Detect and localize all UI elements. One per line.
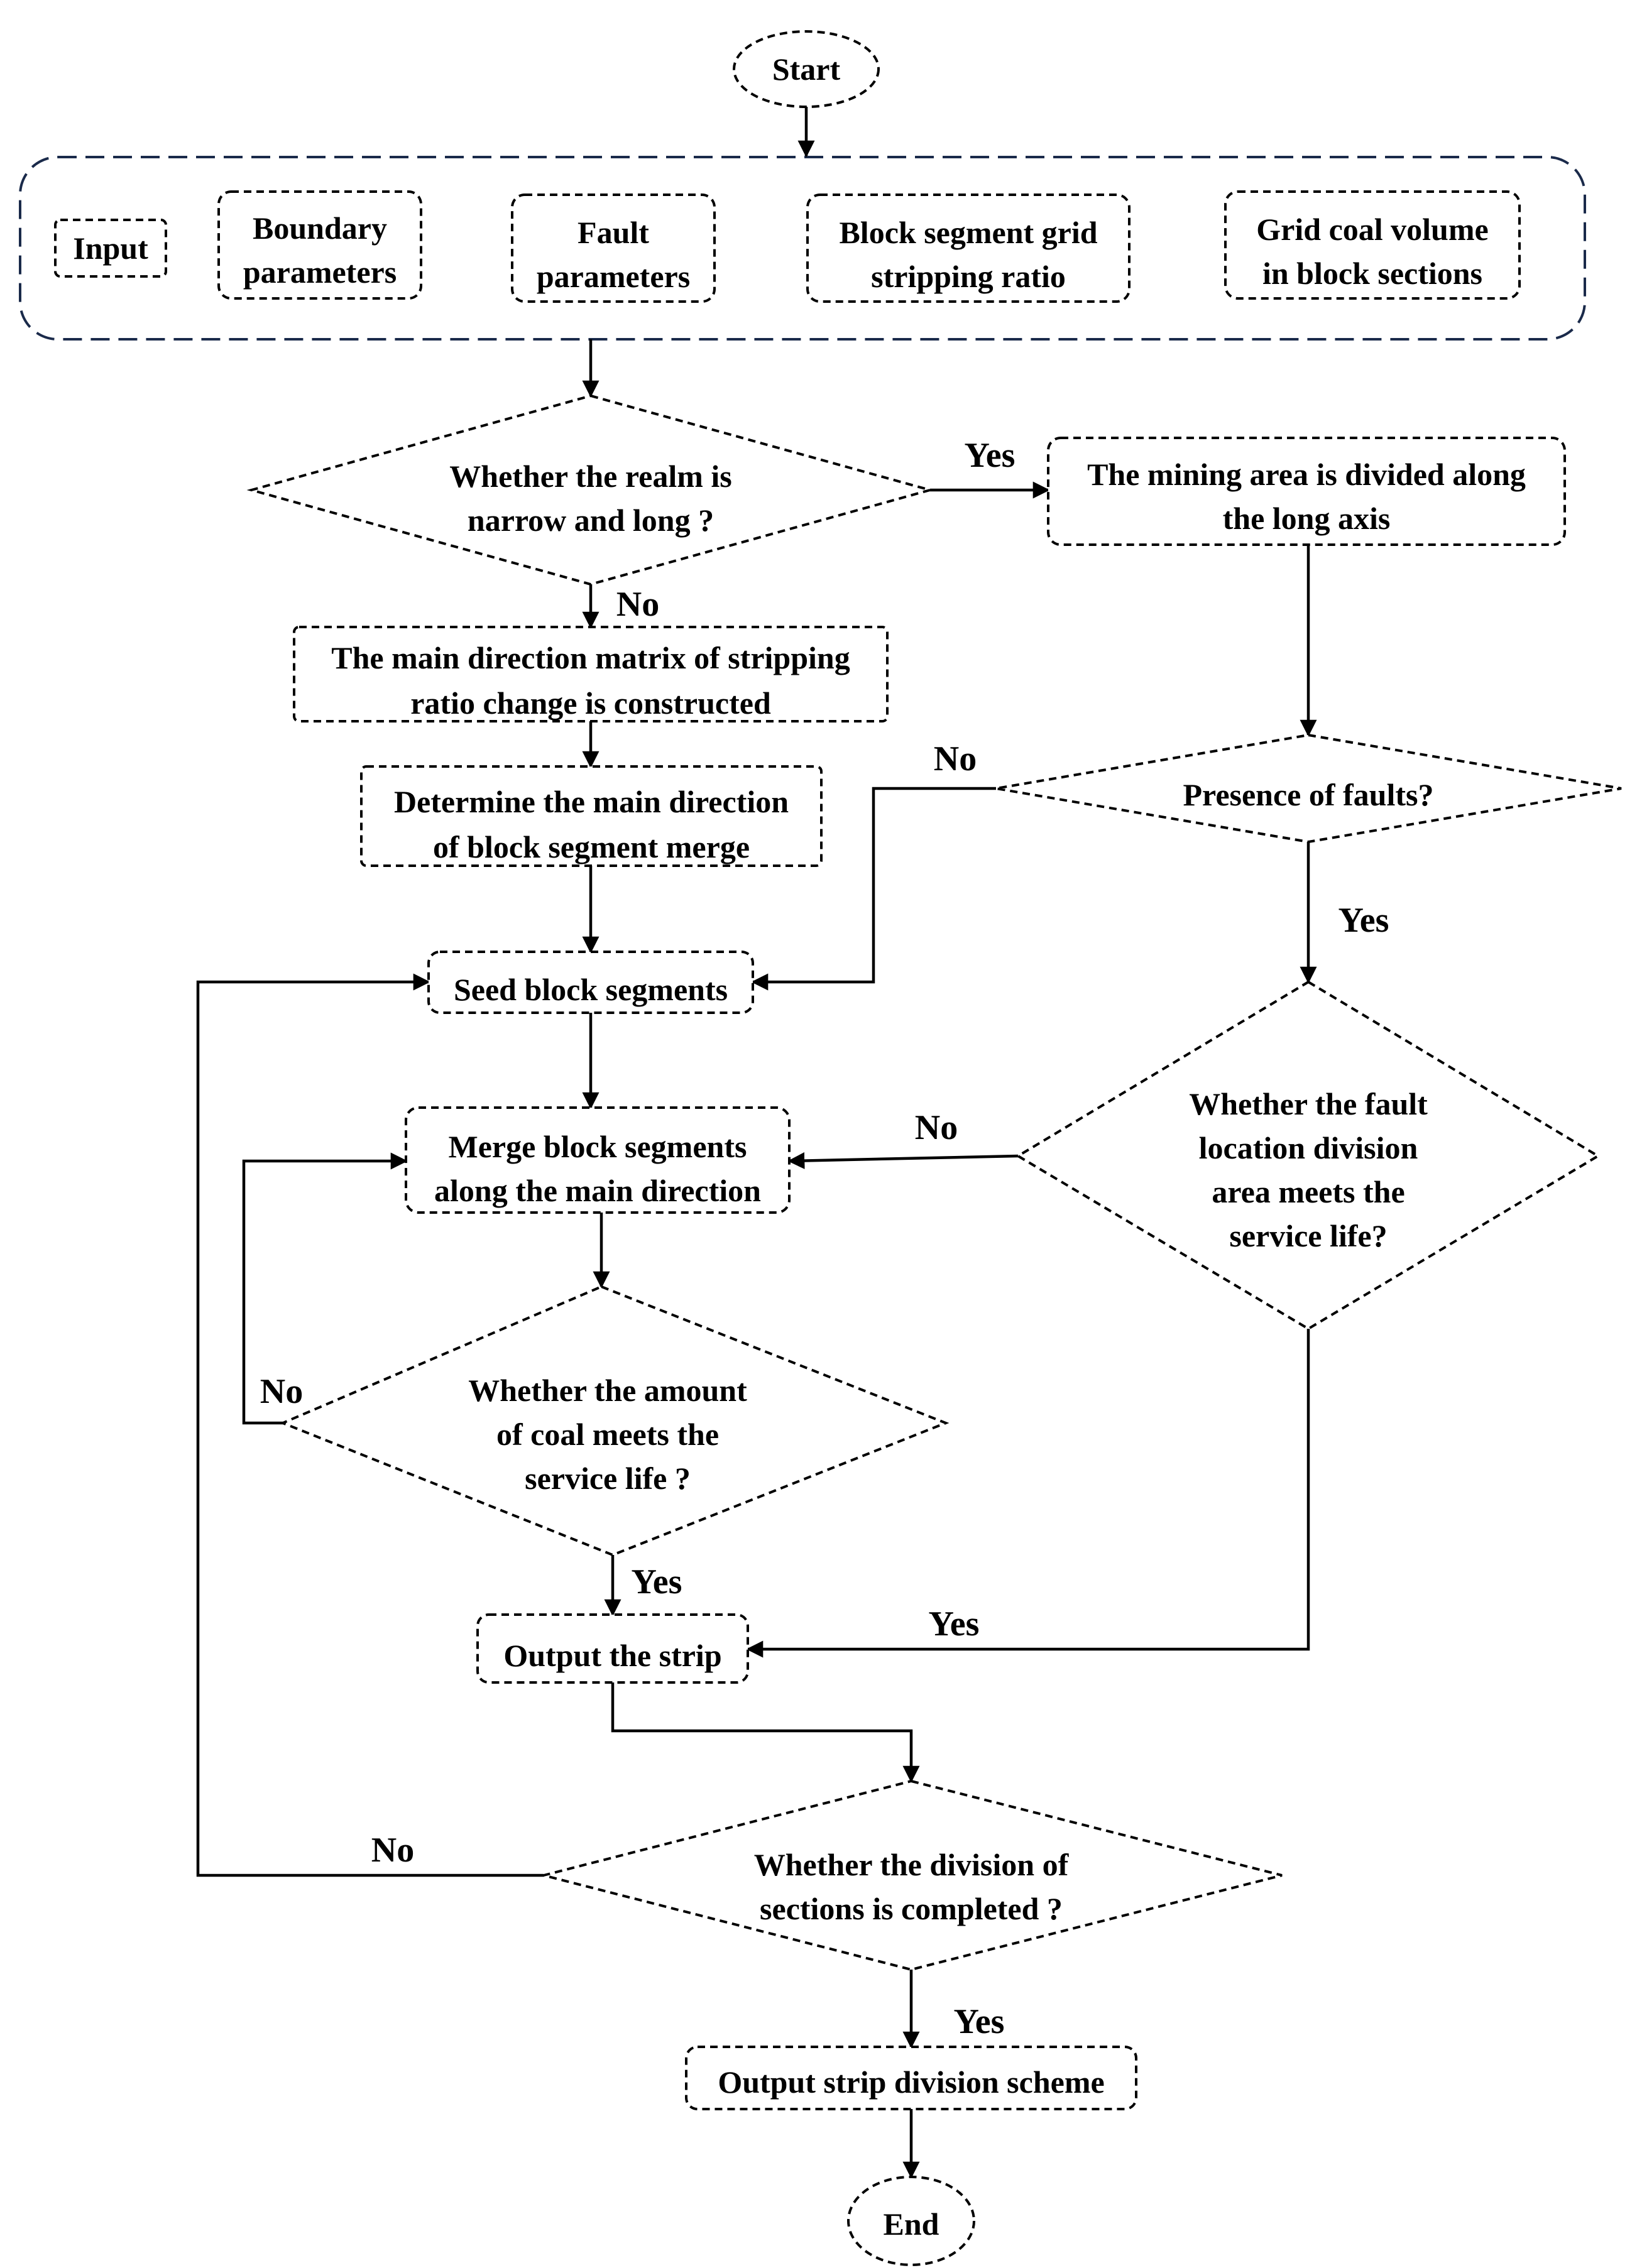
merge-segments-node: [405, 1106, 791, 1214]
end-node: [847, 2176, 975, 2266]
node-label-start: Start: [772, 52, 841, 87]
node-label-long-axis: the long axis: [1223, 501, 1391, 536]
determine-direction-node: [360, 765, 823, 867]
output-strip-node: [476, 1613, 749, 1684]
node-label-long-axis: The mining area is divided along: [1087, 457, 1526, 492]
seed-segments-node: [427, 951, 754, 1014]
node-label-fault-loc: location division: [1199, 1130, 1418, 1165]
node-label-narrow: Whether the realm is: [449, 459, 731, 494]
coal-amount-decision: [279, 1285, 950, 1557]
node-label-coal-volume: Grid coal volume: [1256, 212, 1488, 247]
stripping-ratio-node: [806, 194, 1131, 303]
edge-faults-seed: [751, 787, 996, 991]
matrix-node: [293, 626, 889, 722]
label-no-completed: No: [371, 1831, 414, 1870]
label-no-coal: No: [260, 1372, 303, 1411]
edges: [196, 107, 1317, 2179]
node-label-coal-amount: service life ?: [525, 1461, 691, 1496]
node-label-fault-loc: service life?: [1229, 1218, 1387, 1253]
label-yes-narrow: Yes: [965, 436, 1016, 475]
long-axis-node: [1047, 437, 1566, 546]
label-yes-completed: Yes: [954, 2002, 1005, 2041]
output-scheme-node: [685, 2046, 1137, 2110]
node-label-merge: Merge block segments: [449, 1129, 747, 1164]
edge-faultloc-merge: [787, 1152, 1019, 1169]
input-node: [54, 219, 167, 278]
node-label-faults: Presence of faults?: [1183, 777, 1434, 812]
edge-output-completed: [611, 1682, 920, 1783]
label-yes-coal: Yes: [632, 1562, 682, 1601]
edge-completed-seed: [196, 973, 544, 1877]
node-label-coal-amount: Whether the amount: [468, 1373, 747, 1408]
fault-parameters-node: [511, 194, 716, 303]
start-node: [733, 30, 880, 108]
node-label-output-strip: Output the strip: [503, 1638, 721, 1673]
label-no-faults: No: [934, 739, 977, 778]
node-label-input: Input: [73, 231, 148, 266]
node-label-determine: Determine the main direction: [394, 784, 789, 819]
node-label-matrix: The main direction matrix of stripping: [331, 640, 850, 675]
node-label-coal-amount: of coal meets the: [496, 1417, 719, 1452]
node-label-merge: along the main direction: [434, 1173, 761, 1208]
label-yes-fault-location: Yes: [929, 1605, 980, 1644]
node-label-end: End: [884, 2206, 939, 2242]
node-label-completed: sections is completed ?: [760, 1891, 1063, 1926]
fault-location-decision: [1016, 980, 1601, 1331]
grid-coal-volume-node: [1224, 190, 1521, 300]
node-label-completed: Whether the division of: [754, 1847, 1070, 1882]
edge-coal-merge: [242, 1152, 408, 1425]
node-label-fault-loc: area meets the: [1212, 1174, 1404, 1209]
node-label-boundary: parameters: [243, 254, 397, 290]
node-label-output-scheme: Output strip division scheme: [718, 2064, 1104, 2100]
node-label-fault-loc: Whether the fault: [1189, 1086, 1428, 1121]
node-label-fault: parameters: [537, 259, 690, 294]
label-yes-faults: Yes: [1339, 901, 1389, 940]
node-label-stripping: Block segment grid: [839, 215, 1097, 250]
boundary-parameters-node: [217, 190, 422, 300]
division-completed-decision: [543, 1779, 1283, 1971]
narrow-long-decision: [246, 394, 935, 586]
label-no-fault-location: No: [915, 1108, 958, 1147]
node-label-narrow: narrow and long ?: [468, 503, 714, 538]
node-label-stripping: stripping ratio: [871, 259, 1066, 294]
node-label-determine: of block segment merge: [433, 829, 750, 864]
node-label-matrix: ratio change is constructed: [410, 685, 771, 721]
node-label-seed: Seed block segments: [454, 972, 728, 1007]
edge-faultloc-output: [746, 1329, 1310, 1658]
node-label-boundary: Boundary: [253, 210, 387, 246]
node-label-fault: Fault: [578, 215, 649, 250]
label-no-narrow: No: [616, 585, 659, 624]
presence-faults-decision: [995, 733, 1622, 844]
node-label-coal-volume: in block sections: [1262, 256, 1482, 291]
